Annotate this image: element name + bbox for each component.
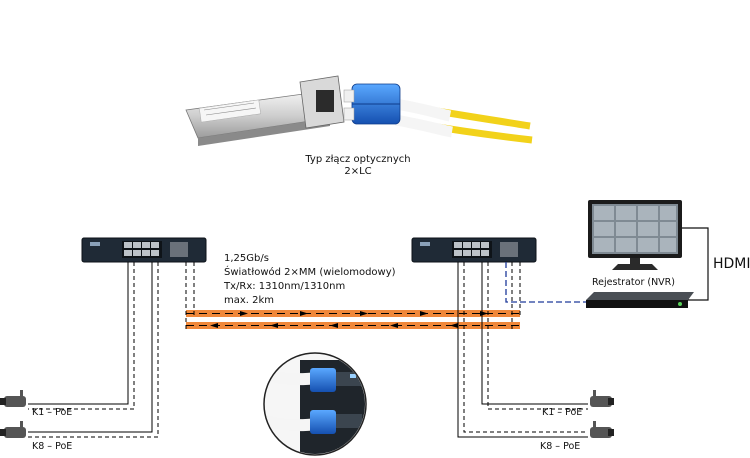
connector-type-value: 2×LC: [344, 166, 372, 177]
nvr-label: Rejestrator (NVR): [592, 277, 675, 288]
fiber-type: Światłowód 2×MM (wielomodowy): [224, 267, 396, 278]
lc-connector-illustration: [343, 83, 533, 144]
lan-link-to-nvr: [505, 262, 586, 303]
monitor: [588, 200, 682, 270]
camera-icon: [0, 390, 26, 407]
camera-icon: [590, 390, 614, 407]
left-switch: [81, 237, 207, 263]
camera-label-left-k8: K8 – PoE: [32, 441, 73, 452]
camera-label-right-k1: K1 – PoE: [542, 407, 583, 418]
fiber-speed: 1,25Gb/s: [224, 253, 269, 264]
connector-type-caption: Typ złącz optycznych: [305, 154, 411, 165]
right-switch: [411, 237, 537, 263]
sfp-port-closeup: [263, 352, 367, 456]
sfp-module-illustration: [185, 75, 345, 146]
camera-label-left-k1: K1 – PoE: [32, 407, 73, 418]
left-camera-cables: [28, 262, 159, 438]
camera-icon: [0, 421, 26, 438]
hdmi-label: HDMI: [713, 256, 750, 272]
nvr-recorder: [586, 292, 694, 308]
camera-icon: [590, 421, 614, 438]
hdmi-cable: [682, 227, 709, 301]
fiber-wavelength: Tx/Rx: 1310nm/1310nm: [224, 281, 346, 292]
camera-label-right-k8: K8 – PoE: [540, 441, 581, 452]
fiber-distance: max. 2km: [224, 295, 275, 306]
right-camera-cables: [457, 262, 588, 438]
